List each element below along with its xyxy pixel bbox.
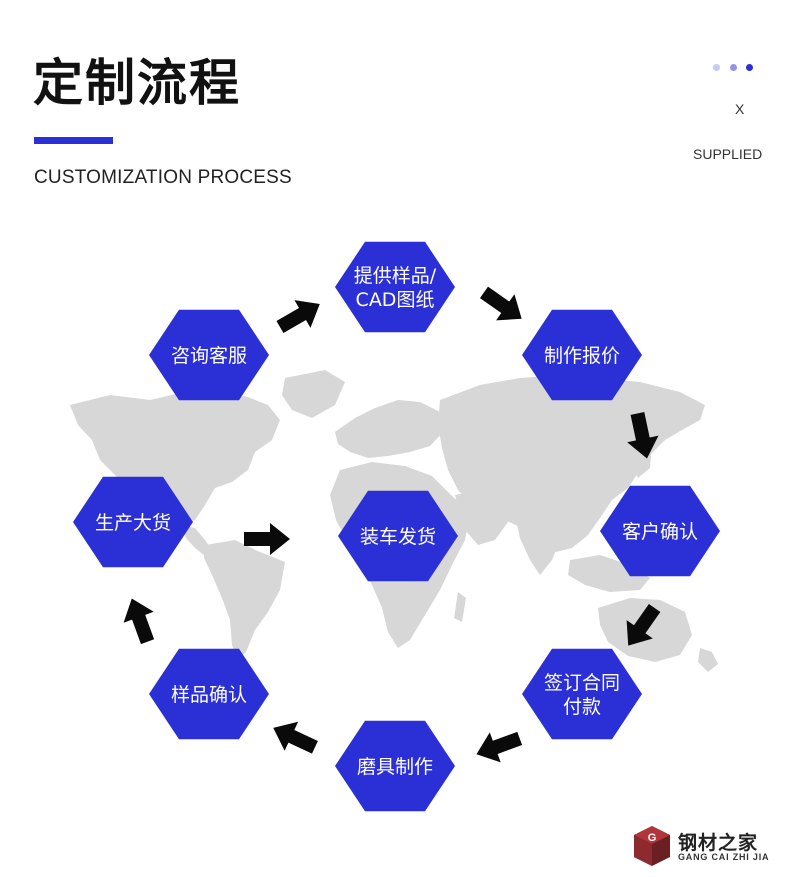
step-hexagon (335, 241, 455, 333)
step-label: 提供样品/ (354, 265, 437, 287)
step-hexagon (73, 476, 193, 568)
step-label: 签订合同 (544, 672, 620, 694)
step-label: 生产大货 (95, 512, 171, 534)
step-hexagon (149, 648, 269, 740)
step-hexagon (335, 720, 455, 812)
page-subtitle: CUSTOMIZATION PROCESS (34, 167, 292, 188)
step-hexagon (600, 485, 720, 577)
step-s6: 样品确认 (149, 648, 269, 740)
step-label: 磨具制作 (357, 756, 433, 778)
arrow-s7-to-s8 (244, 523, 290, 555)
decorative-dots (713, 64, 755, 74)
step-hexagon (522, 648, 642, 740)
step-label: 装车发货 (360, 526, 436, 548)
step-label: 制作报价 (544, 345, 620, 367)
title-underline (34, 137, 113, 144)
step-label: 咨询客服 (171, 345, 247, 367)
step-hexagon (338, 490, 458, 582)
step-s3: 客户确认 (600, 485, 720, 577)
dot-dark (746, 64, 753, 71)
brand-logo: G 钢材之家 GANG CAI ZHI JIA (630, 824, 780, 868)
arrow-s4-to-s5 (476, 731, 523, 763)
logo-name: 钢材之家 (678, 832, 759, 854)
map-south-america (204, 540, 285, 660)
arrow-s3-to-s4 (626, 603, 661, 646)
dot-light (713, 64, 720, 71)
arrow-s1-to-s2 (479, 286, 522, 321)
page-title: 定制流程 (33, 54, 241, 112)
arrow-s2-to-s3 (627, 412, 659, 459)
map-europe (335, 400, 445, 458)
step-hexagon (149, 309, 269, 401)
x-mark: X (735, 101, 745, 117)
arrow-s6-to-s7 (123, 598, 155, 645)
map-central-america (180, 525, 212, 556)
step-hexagon (522, 309, 642, 401)
logo-mark-letter: G (648, 832, 657, 844)
logo-subtitle: GANG CAI ZHI JIA (678, 852, 770, 862)
dot-medium (730, 64, 737, 71)
map-india (515, 512, 565, 575)
step-s8: 装车发货 (338, 490, 458, 582)
step-s0: 咨询客服 (149, 309, 269, 401)
step-s1: 提供样品/CAD图纸 (335, 241, 455, 333)
map-north-america (70, 392, 280, 525)
step-s2: 制作报价 (522, 309, 642, 401)
supplied-label: SUPPLIED (693, 146, 763, 162)
step-label: CAD图纸 (356, 289, 435, 311)
logo-cube-icon: G (634, 826, 670, 866)
step-label: 付款 (563, 696, 601, 718)
flow-arrows (123, 286, 661, 763)
map-greenland (282, 370, 345, 418)
map-madagascar (454, 592, 466, 622)
arrow-s5-to-s6 (273, 721, 318, 754)
map-new-zealand (698, 648, 718, 672)
step-s5: 磨具制作 (335, 720, 455, 812)
arrow-s0-to-s1 (276, 300, 320, 334)
step-label: 样品确认 (171, 684, 247, 706)
map-se-asia (568, 555, 650, 592)
map-arabia (455, 490, 508, 545)
step-label: 客户确认 (622, 521, 698, 543)
step-s7: 生产大货 (73, 476, 193, 568)
